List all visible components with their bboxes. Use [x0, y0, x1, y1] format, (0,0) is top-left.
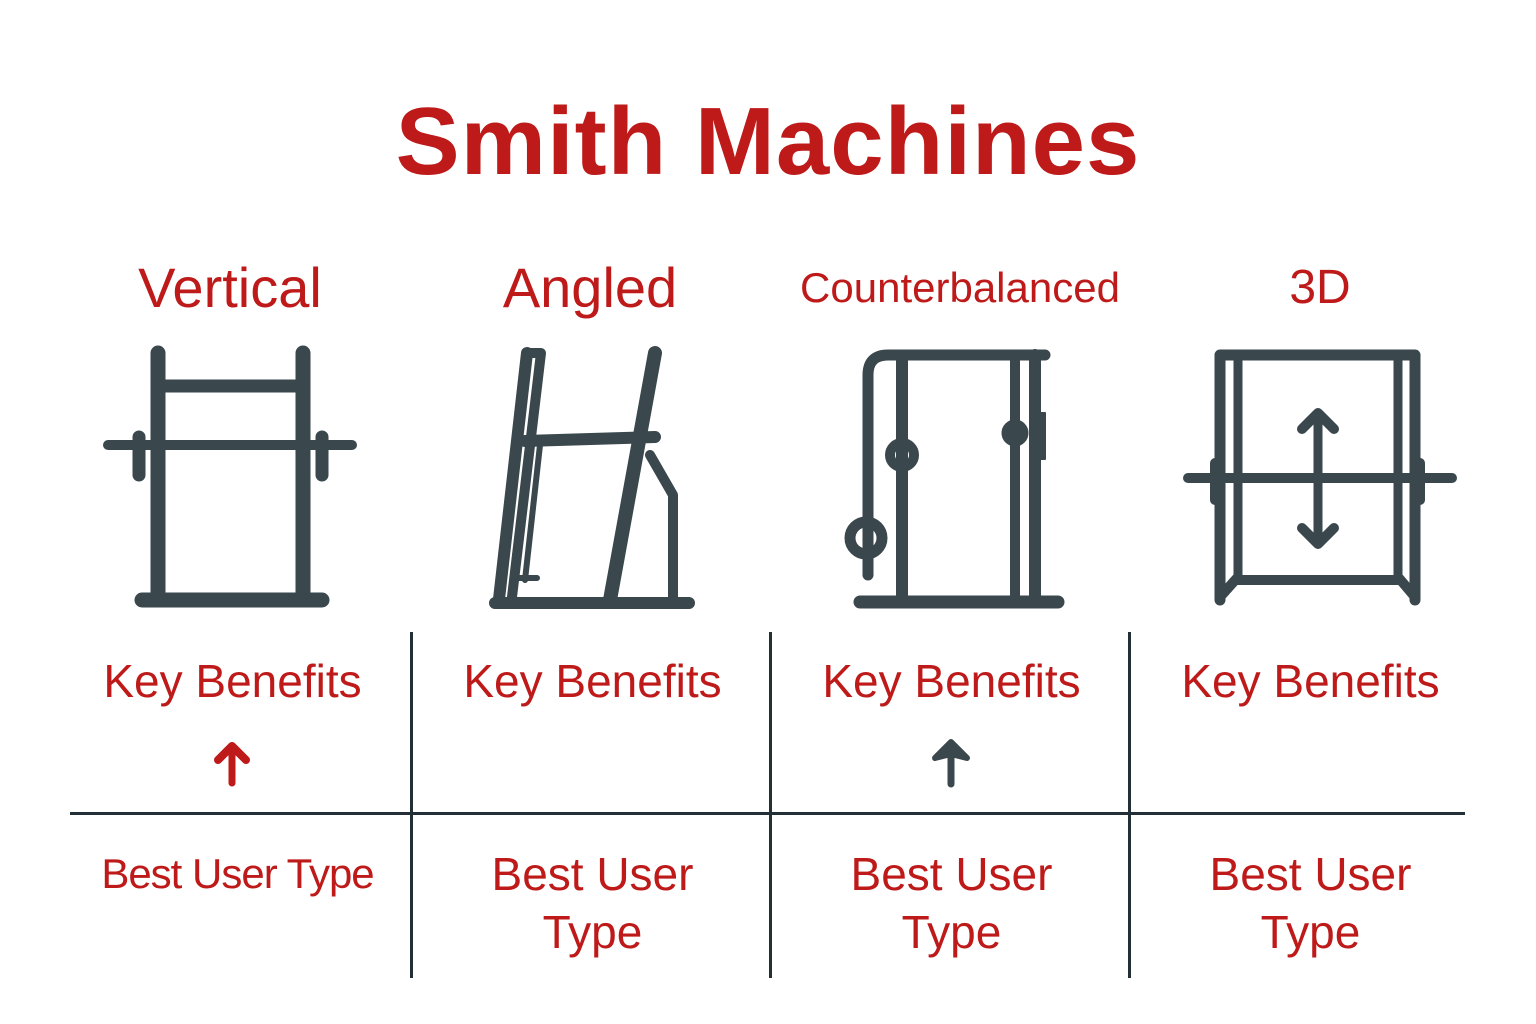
best-user-type-line1: Best User: [850, 848, 1053, 900]
grid-divider-2: [769, 632, 772, 978]
grid-divider-horizontal: [70, 812, 1465, 815]
best-user-type-label: Best User Type: [779, 845, 1124, 961]
best-user-type-label: Best User Type: [101, 850, 374, 897]
best-user-type-line2: Type: [901, 906, 1002, 958]
grid-divider-3: [1128, 632, 1131, 978]
up-arrow-icon: [930, 736, 972, 793]
up-arrow-icon: [212, 738, 252, 793]
key-benefits-label: Key Benefits: [822, 655, 1081, 707]
column-title-vertical: Vertical: [138, 256, 322, 319]
angled-smith-machine-icon: [485, 345, 700, 610]
column-title-angled: Angled: [502, 256, 678, 319]
best-user-type-line2: Type: [542, 906, 643, 958]
page-title: Smith Machines: [395, 88, 1141, 195]
key-benefits-label: Key Benefits: [1181, 655, 1440, 707]
column-title-counterbalanced: Counterbalanced: [800, 264, 1120, 311]
3d-smith-machine-icon: [1180, 345, 1460, 610]
best-user-type-line2: Type: [1260, 906, 1361, 958]
best-user-type-line1: Best User: [1209, 848, 1412, 900]
best-user-type-label: Best User Type: [420, 845, 765, 961]
column-title-3d: 3D: [1289, 261, 1351, 314]
key-benefits-label: Key Benefits: [103, 655, 362, 707]
counterbalanced-smith-machine-icon: [840, 345, 1070, 610]
key-benefits-label: Key Benefits: [463, 655, 722, 707]
best-user-type-line1: Best User: [491, 848, 694, 900]
best-user-type-label: Best User Type: [1138, 845, 1483, 961]
grid-divider-1: [410, 632, 413, 978]
vertical-smith-machine-icon: [100, 345, 360, 610]
